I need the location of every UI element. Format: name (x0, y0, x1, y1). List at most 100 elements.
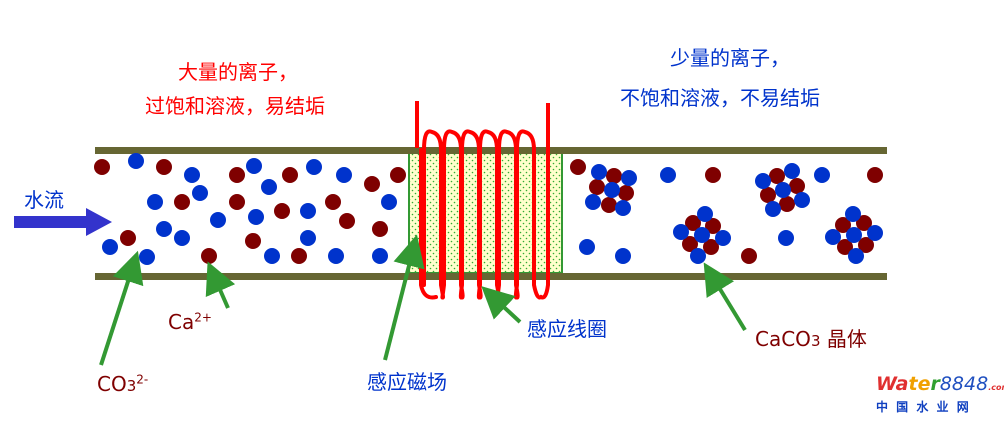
co3-ion (306, 159, 322, 175)
co3-ion (621, 170, 637, 186)
ca-ion (769, 168, 785, 184)
flow-arrow (14, 208, 112, 236)
ca-ion (779, 196, 795, 212)
co3-ion (381, 194, 397, 210)
ca-ion (703, 239, 719, 255)
co3-ion (673, 224, 689, 240)
ca-ion (325, 194, 341, 210)
caco3-label: CaCO3 晶体 (755, 327, 867, 351)
coil-pointer-arrow (481, 286, 522, 324)
ca-ion (606, 168, 622, 184)
coil-label: 感应线圈 (527, 317, 607, 341)
logo: Water8848.com 中 国 水 业 网 (876, 373, 1004, 414)
co3-ion (615, 200, 631, 216)
co3-ion (147, 194, 163, 210)
co3-ion (615, 248, 631, 264)
right-label-line1: 少量的离子， (670, 46, 790, 70)
co3-ion (715, 230, 731, 246)
caco3-pointer-arrow (703, 262, 747, 332)
field-pointer-arrow (383, 234, 425, 361)
co3-ion (192, 185, 208, 201)
ca-ion (741, 248, 757, 264)
co3-ion (845, 206, 861, 222)
ca-ion (705, 167, 721, 183)
co3-ion (156, 221, 172, 237)
pipe-top-wall (95, 147, 887, 154)
ca-ion (837, 239, 853, 255)
co3-ion (591, 164, 607, 180)
co3-ion (184, 167, 200, 183)
ca-ion (760, 187, 776, 203)
left-label-line2: 过饱和溶液，易结垢 (145, 94, 325, 118)
co3-ion (694, 227, 710, 243)
co3-ion (328, 248, 344, 264)
co3-ion (697, 206, 713, 222)
ca-ion (120, 230, 136, 246)
ca-ion (94, 159, 110, 175)
co3-ion (264, 248, 280, 264)
co3-ion (775, 182, 791, 198)
ca-ion (835, 217, 851, 233)
ca-ion (291, 248, 307, 264)
co3-ion (210, 212, 226, 228)
co3-ion (261, 179, 277, 195)
right-label-line2: 不饱和溶液，不易结垢 (620, 86, 820, 110)
induction-coil (419, 129, 550, 300)
ca-ion (589, 179, 605, 195)
co3-ion (825, 229, 841, 245)
magnetic-field-region (408, 152, 563, 274)
ca-ion (245, 233, 261, 249)
co3-ion (765, 201, 781, 217)
co3-label: CO32- (97, 372, 149, 396)
ca-ion (274, 203, 290, 219)
co3-ion (814, 167, 830, 183)
co3-pointer-arrow (99, 250, 144, 366)
ca-ion (858, 237, 874, 253)
co3-ion (174, 230, 190, 246)
co3-ion (867, 225, 883, 241)
co3-ion (336, 167, 352, 183)
co3-ion (300, 203, 316, 219)
ca-ion (372, 221, 388, 237)
co3-ion (372, 248, 388, 264)
ca-ion (339, 213, 355, 229)
ca-ion (856, 215, 872, 231)
co3-ion (848, 248, 864, 264)
ca-ion (229, 167, 245, 183)
co3-ion (139, 249, 155, 265)
co3-ion (128, 153, 144, 169)
ca-ion (570, 159, 586, 175)
ca-ion (601, 197, 617, 213)
ca-ion (229, 194, 245, 210)
ca-ion (618, 185, 634, 201)
ca-pointer-arrow (205, 261, 236, 309)
co3-ion (585, 194, 601, 210)
co3-ion (784, 163, 800, 179)
co3-ion (579, 239, 595, 255)
flow-label: 水流 (24, 188, 64, 212)
co3-ion (300, 230, 316, 246)
ca-ion (867, 167, 883, 183)
co3-ion (846, 227, 862, 243)
left-label-line1: 大量的离子， (178, 60, 298, 84)
ca-ion (174, 194, 190, 210)
ca-ion (282, 167, 298, 183)
co3-ion (660, 167, 676, 183)
co3-ion (794, 192, 810, 208)
co3-ion (604, 182, 620, 198)
ca-label: Ca2+ (168, 310, 212, 334)
ca-ion (789, 178, 805, 194)
co3-ion (690, 248, 706, 264)
co3-ion (755, 173, 771, 189)
pipe-bottom-wall (95, 273, 887, 280)
ca-ion (201, 248, 217, 264)
co3-ion (248, 209, 264, 225)
co3-ion (102, 239, 118, 255)
co3-ion (246, 158, 262, 174)
ca-ion (682, 236, 698, 252)
ca-ion (705, 218, 721, 234)
ca-ion (364, 176, 380, 192)
ca-ion (685, 215, 701, 231)
